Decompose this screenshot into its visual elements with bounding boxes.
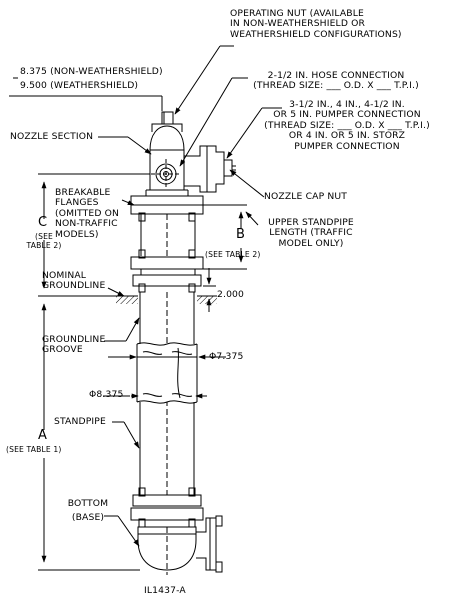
nozzle-section-body	[146, 124, 188, 196]
see-table-1: (SEE TABLE 1)	[6, 445, 62, 454]
see-table-2-c: (SEE TABLE 2)	[26, 232, 62, 250]
hose-nozzle	[151, 159, 181, 189]
dimension-b	[203, 205, 247, 269]
nozzle-section-label: NOZZLE SECTION	[10, 131, 94, 142]
drawing-id: IL1437-A	[144, 585, 186, 596]
nominal-groundline-label: NOMINAL GROUNDLINE	[42, 270, 106, 292]
bottom-base-label: BOTTOM (BASE)	[67, 498, 109, 524]
dimension-2000	[203, 268, 216, 312]
see-table-2-b: (SEE TABLE 2)	[205, 250, 261, 259]
dim-8375-label: Φ8.375	[89, 389, 124, 400]
upper-standpipe-label: UPPER STANDPIPE LENGTH (TRAFFIC MODEL ON…	[268, 217, 354, 249]
hose-connection-label: 2-1/2 IN. HOSE CONNECTION (THREAD SIZE: …	[253, 70, 419, 92]
bottom-base	[131, 488, 222, 575]
dimension-height-top	[9, 78, 162, 111]
operating-nut-label: OPERATING NUT (AVAILABLE IN NON-WEATHERS…	[230, 8, 402, 40]
breakable-flanges-label: BREAKABLE FLANGES (OMITTED ON NON-TRAFFI…	[55, 187, 120, 240]
nozzle-cap-nut-label: NOZZLE CAP NUT	[264, 191, 348, 202]
lower-flange	[131, 250, 203, 292]
pumper-nozzle	[184, 146, 236, 192]
dim-c-label: C	[38, 215, 48, 230]
leader-lines	[98, 46, 282, 547]
dimension-lines-left	[38, 174, 150, 570]
standpipe-label: STANDPIPE	[54, 416, 106, 427]
dim-2000-label: 2.000	[217, 289, 245, 300]
dim-non-weathershield: 8.375 (NON-WEATHERSHIELD)	[20, 66, 163, 77]
dim-weathershield: 9.500 (WEATHERSHIELD)	[20, 80, 139, 91]
operating-nut	[160, 112, 175, 124]
groundline-groove-label: GROUNDLINE GROOVE	[42, 334, 106, 356]
pumper-connection-label: 3-1/2 IN., 4 IN., 4-1/2 IN. OR 5 IN. PUM…	[264, 99, 430, 152]
standpipe-body	[136, 292, 198, 495]
upper-standpipe	[141, 214, 195, 256]
dim-b-label: B	[236, 227, 246, 242]
dim-7375-label: Φ7.375	[209, 351, 244, 362]
dim-a-label: A	[38, 428, 48, 443]
